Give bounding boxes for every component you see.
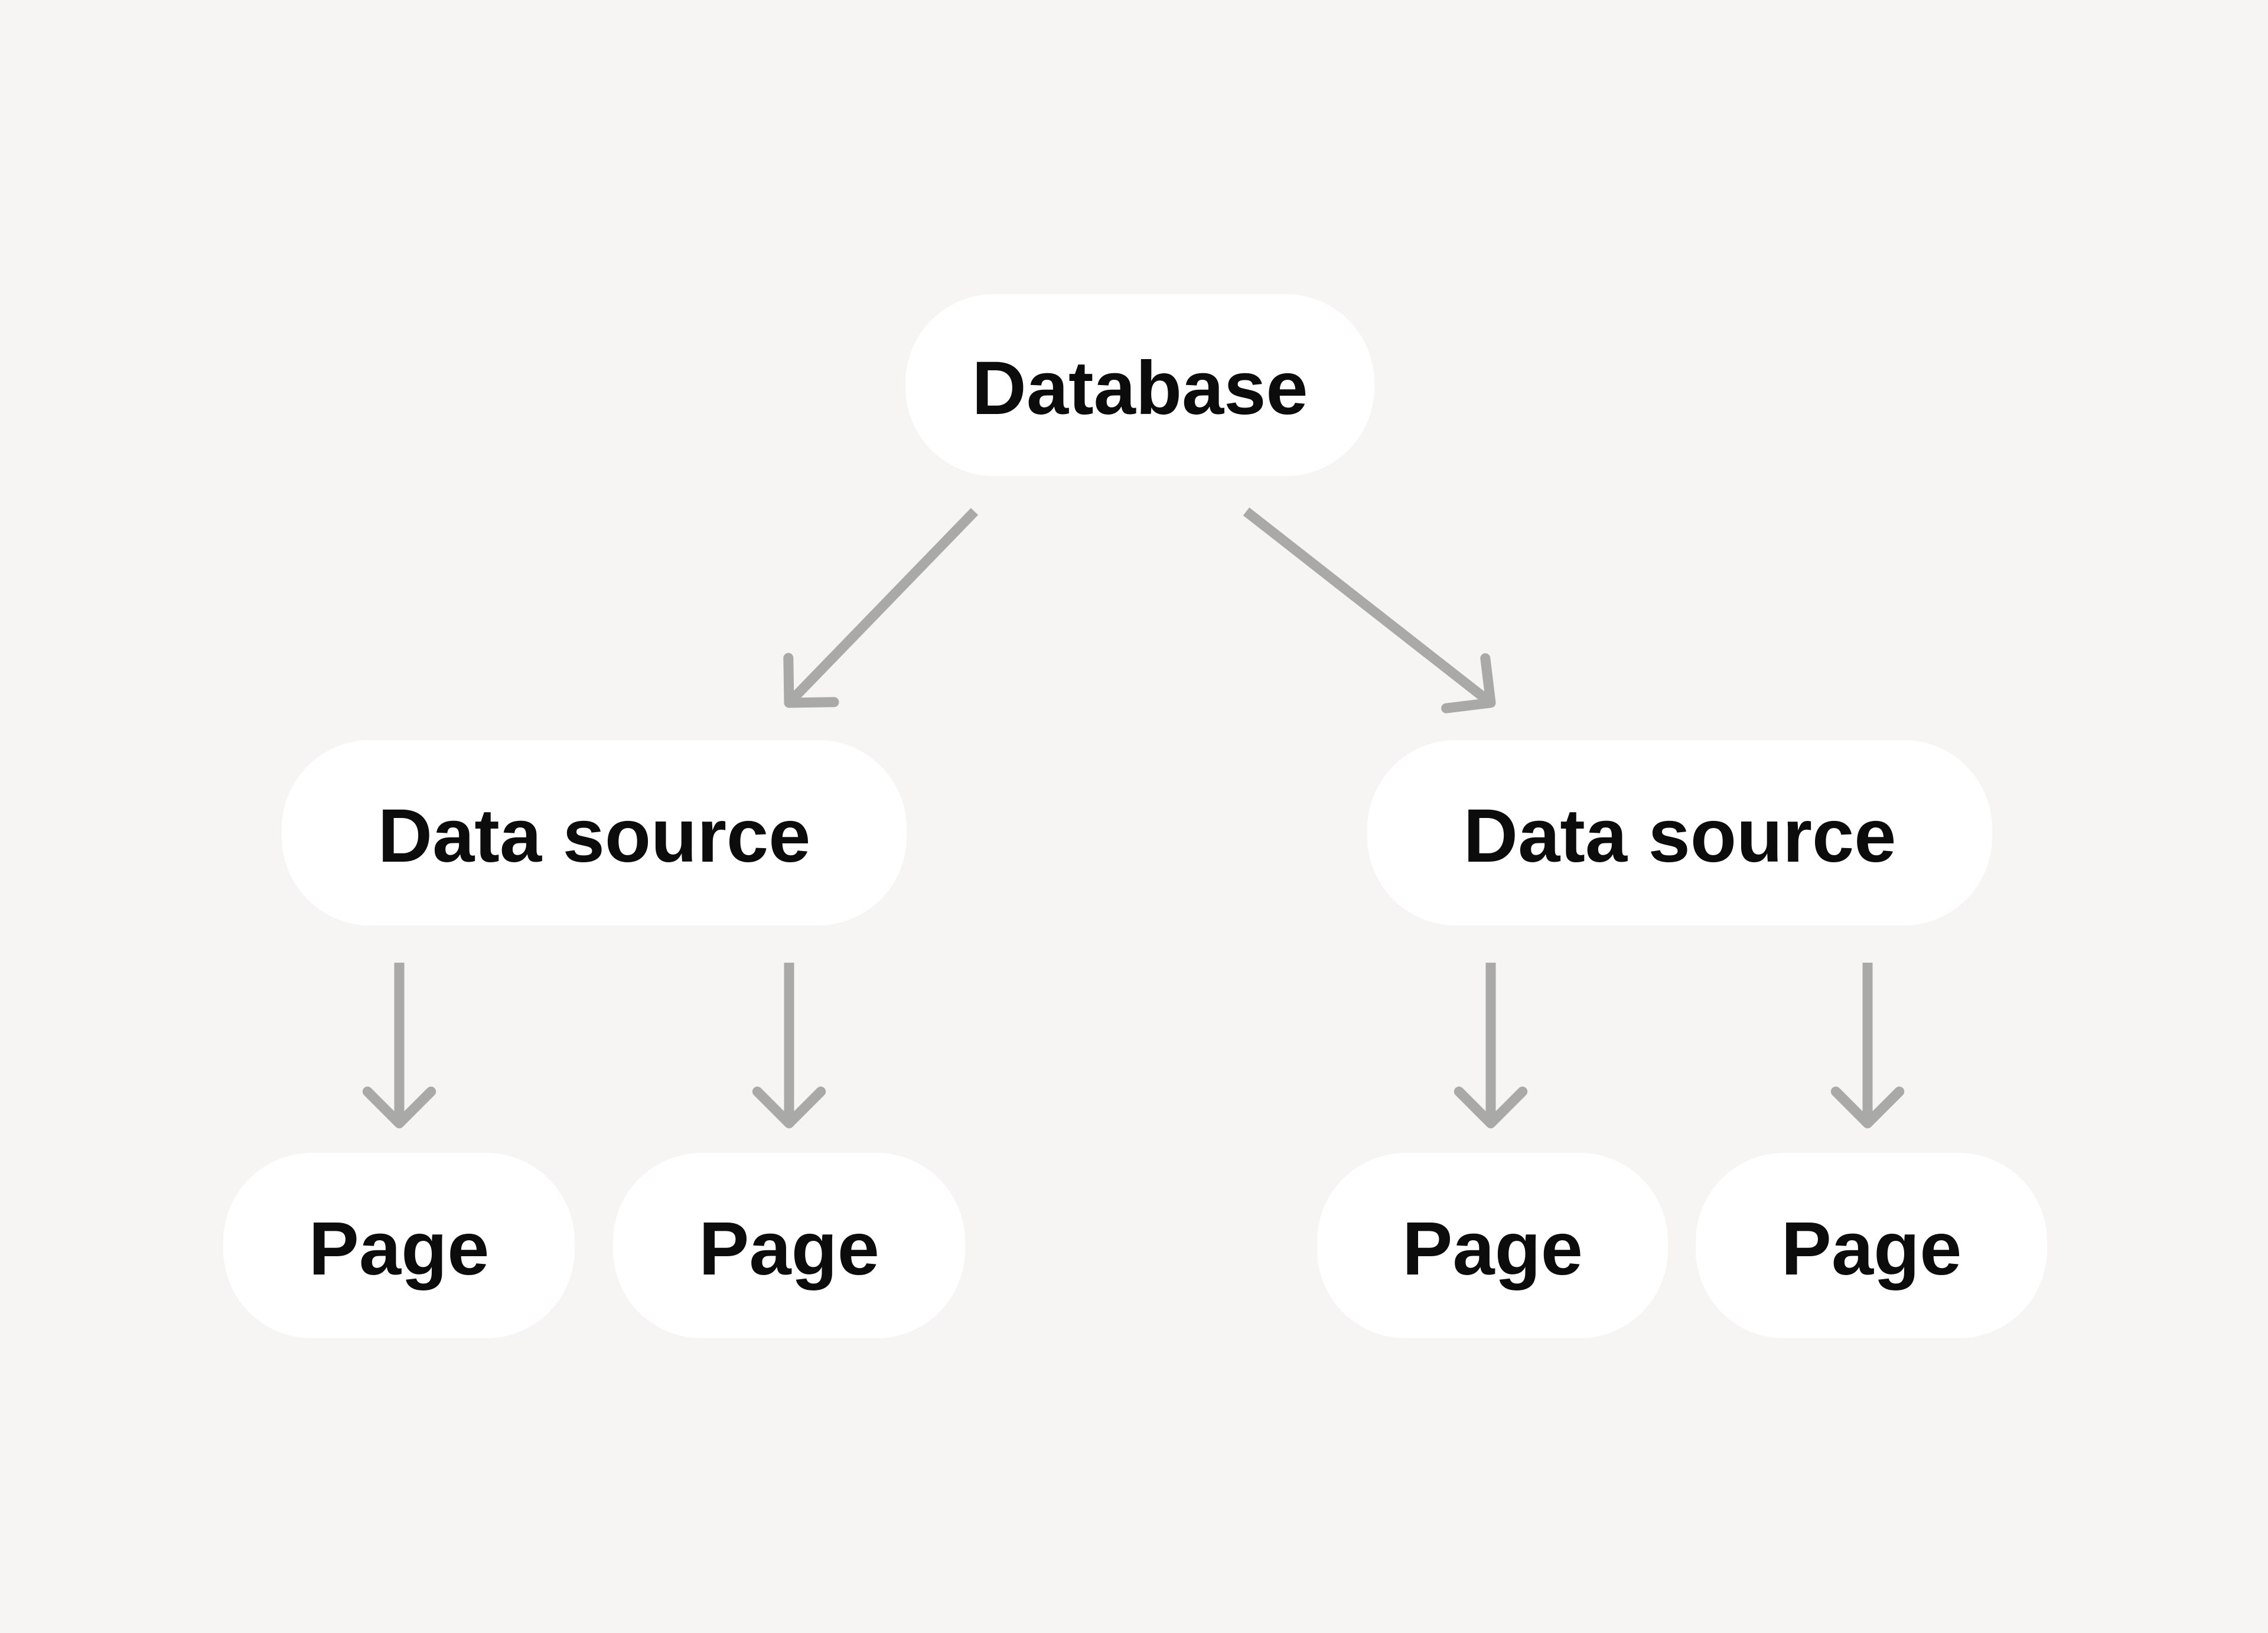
node-label: Page (308, 1207, 490, 1291)
node-data-source-right: Data source (1367, 740, 1992, 925)
edge-database-to-data-source-right-arrowhead-icon (1441, 653, 1496, 713)
edge-data-source-right-to-page-3-arrowhead-icon (1454, 1086, 1528, 1129)
node-label: Data source (377, 794, 811, 878)
node-page-2: Page (613, 1153, 965, 1338)
edge-data-source-right-to-page-4-arrowhead-icon (1830, 1086, 1905, 1129)
node-page-1: Page (223, 1153, 575, 1338)
node-database: Database (905, 294, 1374, 476)
node-label: Page (699, 1207, 879, 1291)
node-label: Page (1781, 1207, 1962, 1291)
edge-database-to-data-source-right-shaft (1243, 507, 1494, 707)
node-page-4: Page (1696, 1153, 2047, 1338)
node-label: Data source (1463, 794, 1896, 878)
node-label: Database (972, 346, 1308, 431)
node-label: Page (1402, 1207, 1583, 1291)
node-page-3: Page (1317, 1153, 1668, 1338)
edge-data-source-left-to-page-2-arrowhead-icon (752, 1086, 826, 1129)
edge-data-source-left-to-page-1-arrowhead-icon (362, 1086, 436, 1129)
edge-database-to-data-source-left-arrowhead-icon (783, 653, 839, 708)
node-data-source-left: Data source (282, 740, 907, 925)
edge-database-to-data-source-left-shaft (785, 508, 979, 706)
